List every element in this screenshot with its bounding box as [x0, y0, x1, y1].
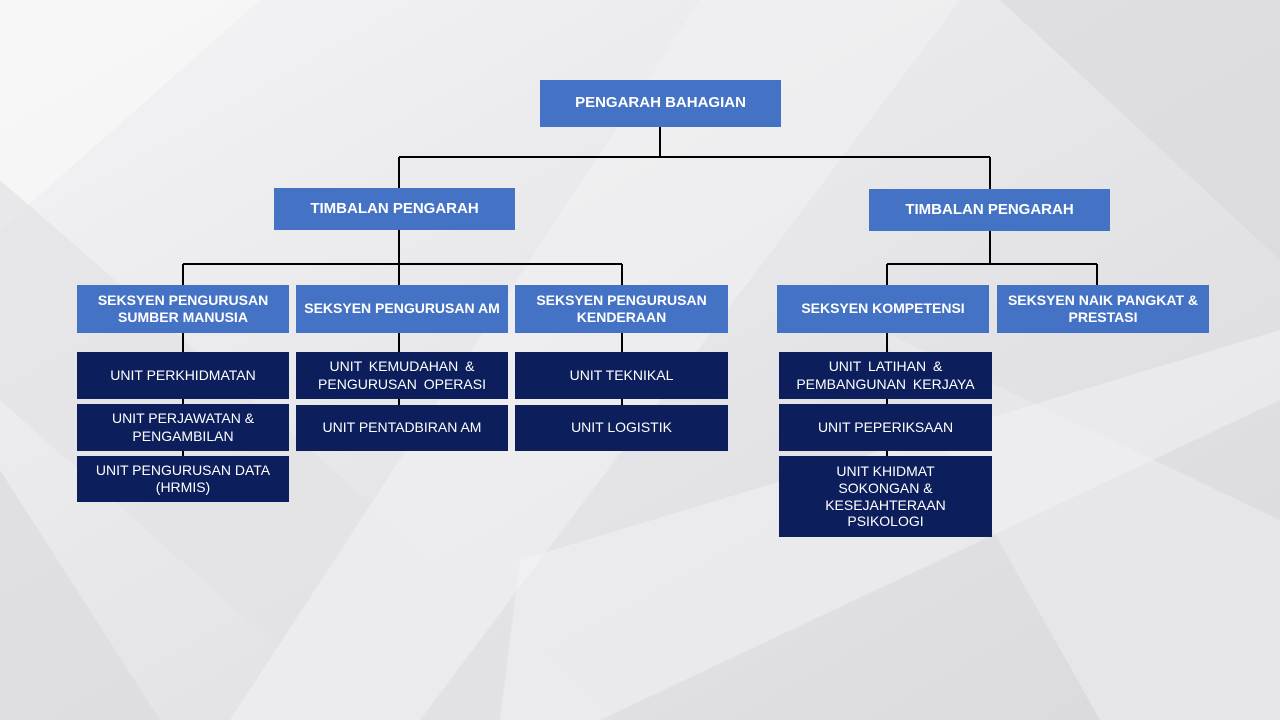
section-kompetensi-box: SEKSYEN KOMPETENSI — [777, 285, 989, 333]
unit-teknikal-box: UNIT TEKNIKAL — [515, 352, 728, 399]
unit-peperiksaan-box: UNIT PEPERIKSAAN — [779, 404, 992, 451]
unit-khidmat-sokongan-box: UNIT KHIDMAT SOKONGAN & KESEJAHTERAAN PS… — [779, 456, 992, 537]
director-box: PENGARAH BAHAGIAN — [540, 80, 781, 127]
section-sumber-manusia-box: SEKSYEN PENGURUSAN SUMBER MANUSIA — [77, 285, 289, 333]
unit-logistik-box: UNIT LOGISTIK — [515, 405, 728, 451]
unit-kemudahan-box: UNIT KEMUDAHAN & PENGURUSAN OPERASI — [296, 352, 508, 399]
unit-perjawatan-box: UNIT PERJAWATAN & PENGAMBILAN — [77, 404, 289, 451]
unit-data-hrmis-box: UNIT PENGURUSAN DATA (HRMIS) — [77, 456, 289, 502]
deputy-director-right-box: TIMBALAN PENGARAH — [869, 189, 1110, 231]
unit-perkhidmatan-box: UNIT PERKHIDMATAN — [77, 352, 289, 399]
section-kenderaan-box: SEKSYEN PENGURUSAN KENDERAAN — [515, 285, 728, 333]
unit-pentadbiran-box: UNIT PENTADBIRAN AM — [296, 405, 508, 451]
deputy-director-left-box: TIMBALAN PENGARAH — [274, 188, 515, 230]
unit-latihan-box: UNIT LATIHAN & PEMBANGUNAN KERJAYA — [779, 352, 992, 399]
section-naik-pangkat-box: SEKSYEN NAIK PANGKAT & PRESTASI — [997, 285, 1209, 333]
section-am-box: SEKSYEN PENGURUSAN AM — [296, 285, 508, 333]
